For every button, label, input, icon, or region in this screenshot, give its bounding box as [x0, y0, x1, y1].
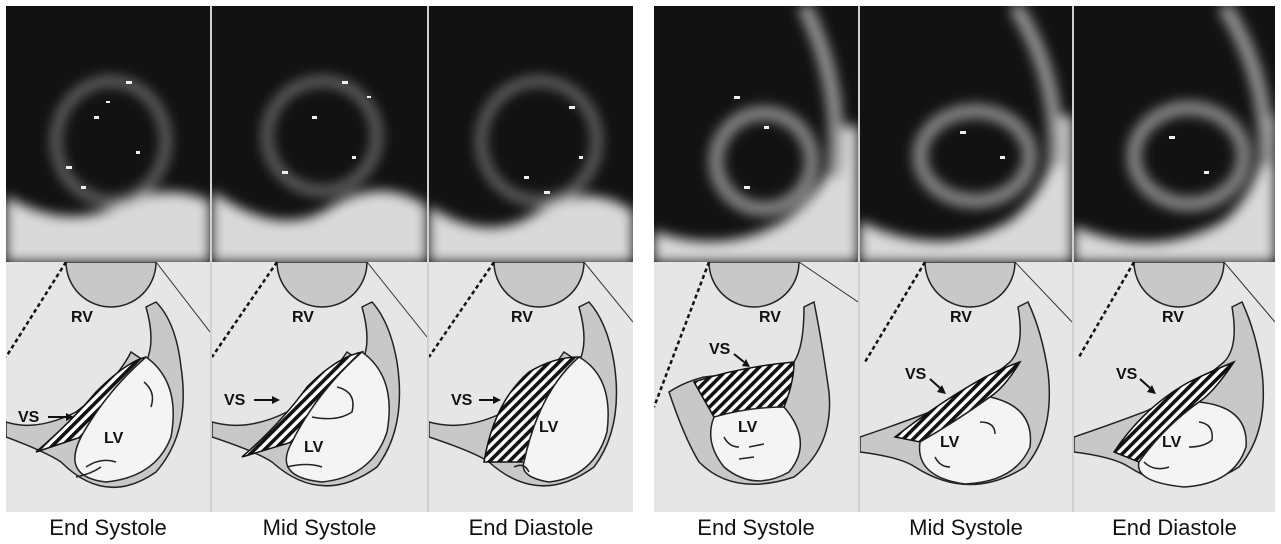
- lv-label: LV: [104, 430, 124, 447]
- frame-label: Mid Systole: [212, 512, 427, 544]
- vs-label: VS: [709, 341, 731, 358]
- rv-label: RV: [1162, 309, 1184, 326]
- vs-label: VS: [224, 392, 246, 409]
- schematic-diagram: RV VS LV: [6, 262, 210, 512]
- frame-left-mid-systole: RV VS LV: [212, 6, 427, 512]
- rv-label: RV: [511, 309, 533, 326]
- vs-label: VS: [18, 409, 40, 426]
- echo-image: [654, 6, 858, 262]
- schematic-diagram: RV VS LV: [429, 262, 633, 512]
- echo-image: [429, 6, 633, 262]
- frame-right-end-systole: RV VS LV: [654, 6, 858, 512]
- vs-label: VS: [905, 366, 927, 383]
- frame-label: Mid Systole: [860, 512, 1072, 544]
- frame-label: End Diastole: [429, 512, 633, 544]
- lv-label: LV: [940, 434, 960, 451]
- schematic-diagram: RV VS LV: [860, 262, 1072, 512]
- echo-image: [212, 6, 427, 262]
- lv-label: LV: [304, 439, 324, 456]
- schematic-diagram: RV VS LV: [212, 262, 427, 512]
- echo-image: [1074, 6, 1275, 262]
- schematic-diagram: RV VS LV: [1074, 262, 1275, 512]
- lv-label: LV: [738, 419, 758, 436]
- frame-left-end-systole: RV VS LV: [6, 6, 210, 512]
- schematic-diagram: RV VS LV: [654, 262, 858, 512]
- rv-label: RV: [950, 309, 972, 326]
- frame-label: End Systole: [6, 512, 210, 544]
- lv-label: LV: [539, 419, 559, 436]
- frame-right-mid-systole: RV VS LV: [860, 6, 1072, 512]
- right-series-panel: RV VS LV: [654, 6, 1275, 512]
- frame-label: End Diastole: [1074, 512, 1275, 544]
- echo-image: [860, 6, 1072, 262]
- vs-label: VS: [451, 392, 473, 409]
- left-series-panel: RV VS LV: [6, 6, 633, 512]
- frame-label: End Systole: [654, 512, 858, 544]
- rv-label: RV: [71, 309, 93, 326]
- frame-left-end-diastole: RV VS LV: [429, 6, 633, 512]
- lv-label: LV: [1162, 434, 1182, 451]
- vs-label: VS: [1116, 366, 1138, 383]
- frame-right-end-diastole: RV VS LV: [1074, 6, 1275, 512]
- rv-label: RV: [759, 309, 781, 326]
- rv-label: RV: [292, 309, 314, 326]
